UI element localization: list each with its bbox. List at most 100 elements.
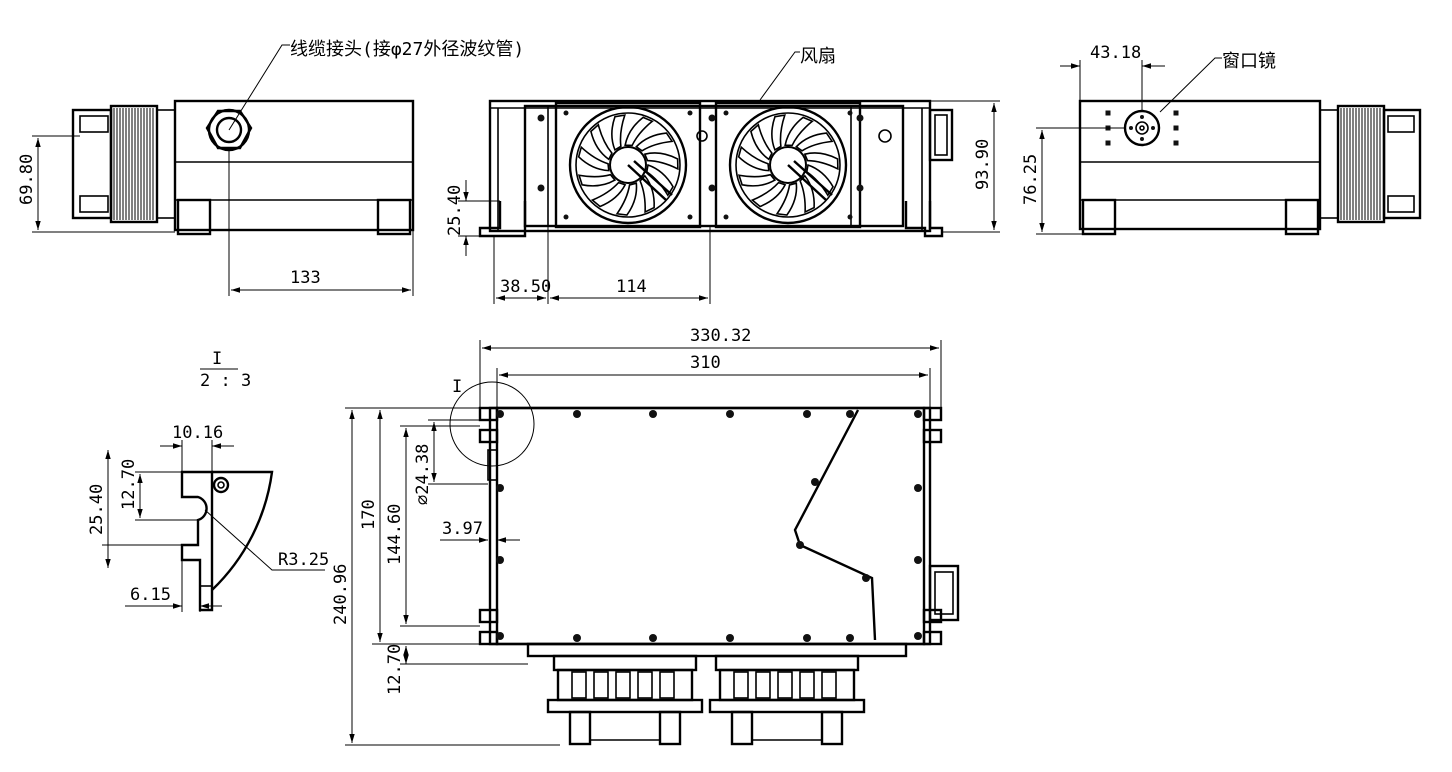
window-mirror-label: 窗口镜 xyxy=(1222,51,1276,72)
detail-marker: I xyxy=(452,377,462,397)
fan-blade xyxy=(615,182,638,216)
fan-inner-ring xyxy=(735,112,841,218)
left-connector-cap xyxy=(71,108,113,220)
cover-bolt xyxy=(846,634,854,642)
cover-bolt xyxy=(649,410,657,418)
fan-blade xyxy=(624,116,654,147)
top-view: I 330.32 310 240.96 170 144.60 12.70 ∅24… xyxy=(331,326,960,746)
connector-flange xyxy=(552,654,698,672)
panel-screw xyxy=(708,114,716,122)
fan-strut xyxy=(787,164,827,201)
dim-front-offset: 38.50 xyxy=(500,277,551,297)
fan-frame xyxy=(554,101,702,229)
fan-blade xyxy=(737,145,770,172)
fan-blade xyxy=(590,123,613,161)
fan-ring xyxy=(568,105,688,225)
detail-callout-circle xyxy=(449,381,535,467)
cover-bolt xyxy=(573,634,581,642)
fan-blade xyxy=(611,114,626,152)
dim-detail-width: 10.16 xyxy=(172,423,223,443)
left-side-view: 线缆接头(接φ27外径波纹管) 69.80 133 xyxy=(17,39,524,296)
cover-bolt xyxy=(803,410,811,418)
connector-pin xyxy=(821,671,837,699)
cover-bolt xyxy=(914,410,922,418)
cover-bolt xyxy=(726,410,734,418)
fan-blade xyxy=(635,132,674,152)
fan-frame xyxy=(714,101,862,229)
connector-pin xyxy=(777,671,793,699)
fan-screw xyxy=(723,110,729,116)
dim-front-foot-height: 25.40 xyxy=(445,185,465,236)
panel-screw xyxy=(856,114,864,122)
dim-left-height: 69.80 xyxy=(17,154,37,205)
fan-strut xyxy=(793,160,833,196)
fan-blade xyxy=(750,181,787,208)
fan-strut xyxy=(633,160,673,196)
connector-pin xyxy=(733,671,749,699)
fan-blade xyxy=(750,123,773,161)
cover-bolt xyxy=(862,574,870,582)
cover-bolt xyxy=(496,484,504,492)
dim-front-height: 93.90 xyxy=(973,139,993,190)
mount-hole xyxy=(1105,110,1111,116)
detail-scale-num: I xyxy=(212,349,222,369)
panel-screw xyxy=(537,184,545,192)
cover-bolt xyxy=(649,634,657,642)
connector-leg xyxy=(658,710,682,746)
fan-label: 风扇 xyxy=(800,46,836,67)
fan-inner-ring xyxy=(575,112,681,218)
fan-blade xyxy=(645,163,674,197)
dim-top-window-dia: ∅24.38 xyxy=(413,444,433,505)
left-foot-b xyxy=(376,198,412,236)
cover-bolt xyxy=(914,556,922,564)
detail-scale-den: 2 : 3 xyxy=(200,371,251,391)
dim-top-inner-depth: 144.60 xyxy=(385,504,405,565)
mount-hole xyxy=(1105,140,1111,146)
connector-body xyxy=(718,668,856,702)
right-side-view: 窗口镜 43.18 76.25 xyxy=(1021,43,1422,236)
fan-blade xyxy=(805,163,834,197)
connector-flange xyxy=(714,654,860,672)
connector-leg xyxy=(568,710,592,746)
fan-blade xyxy=(784,116,814,147)
fan-blade xyxy=(643,152,679,171)
panel-screw xyxy=(708,184,716,192)
cover-bolt xyxy=(803,634,811,642)
dim-right-top-width: 43.18 xyxy=(1090,43,1141,63)
cover-bolt xyxy=(496,556,504,564)
fan-screw xyxy=(563,214,569,220)
connector-body xyxy=(556,668,694,702)
fan-blade xyxy=(577,145,610,172)
fan-blade xyxy=(590,181,627,208)
dim-top-overall-width: 330.32 xyxy=(690,326,751,346)
fan-strut xyxy=(627,164,667,201)
fan-screw xyxy=(687,214,693,220)
window-mirror-icon xyxy=(1123,109,1161,147)
left-body xyxy=(173,99,415,232)
fan-blade xyxy=(803,152,839,171)
dim-top-small-offset: 3.97 xyxy=(442,519,483,539)
cover-bolt xyxy=(726,634,734,642)
connector-pin xyxy=(659,671,675,699)
connector-leg xyxy=(820,710,844,746)
dim-detail-height: 25.40 xyxy=(87,484,107,535)
dim-top-inner-width: 310 xyxy=(690,353,721,373)
fan-blade xyxy=(771,114,786,152)
cover-bolt xyxy=(573,410,581,418)
connector-base xyxy=(708,698,866,714)
connector-pin xyxy=(593,671,609,699)
fan-blade xyxy=(775,182,798,216)
cover-bolt xyxy=(496,410,504,418)
fan-left-icon xyxy=(554,101,702,229)
cover-bolt xyxy=(914,484,922,492)
dim-right-height: 76.25 xyxy=(1021,154,1041,205)
mount-hole xyxy=(1173,125,1179,131)
left-foot-a xyxy=(176,198,212,236)
cover-bolt xyxy=(811,478,819,486)
dim-top-bottom-offset: 12.70 xyxy=(385,644,405,695)
dim-front-fan-spacing: 114 xyxy=(616,277,647,297)
dim-detail-slot-height: 12.70 xyxy=(119,459,139,510)
fan-screw xyxy=(563,110,569,116)
cover-bolt xyxy=(796,541,804,549)
